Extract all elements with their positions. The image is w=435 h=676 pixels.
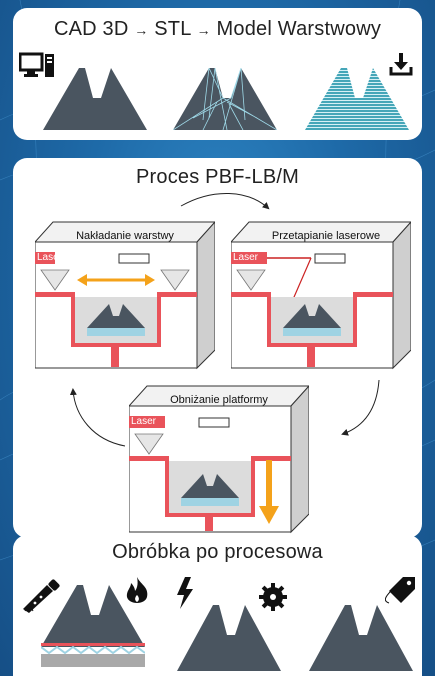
process-panel: Proces PBF-LB/M Nakładanie warstwy L — [13, 158, 422, 538]
lightning-icon — [177, 577, 193, 609]
laser-label: Laser — [131, 416, 157, 427]
process-box-lowering — [129, 385, 309, 534]
part-on-plate-shape — [41, 585, 145, 667]
process-box-layering — [35, 221, 215, 370]
saw-icon — [23, 579, 60, 613]
gear-icon — [259, 583, 287, 611]
title-cad: CAD 3D — [53, 18, 129, 40]
step-label-layering: Nakładanie warstwy — [76, 230, 174, 242]
cad-pipeline-panel: CAD 3D → STL → Model Warstwowy — [13, 8, 422, 140]
marked-part-shape — [309, 605, 413, 671]
laser-label: Laser — [35, 252, 63, 264]
post-processing-panel: Obróbka po procesowa — [13, 535, 422, 676]
arrow-icon: → — [134, 22, 149, 38]
arrow-icon: → — [196, 22, 211, 38]
computer-icon — [19, 52, 54, 77]
title-layered: Model Warstwowy — [216, 18, 382, 40]
step-label-lowering: Obniżanie platformy — [170, 394, 268, 406]
step-label-melting: Przetapianie laserowe — [271, 230, 381, 242]
process-box-melting — [231, 221, 411, 370]
post-processing-title: Obróbka po procesowa — [112, 541, 323, 563]
laser-label: Laser — [233, 252, 259, 263]
stl-model-shape — [173, 68, 277, 130]
flame-icon — [126, 577, 148, 603]
layered-model-shape — [305, 68, 409, 130]
process-title: Proces PBF-LB/M — [135, 166, 300, 188]
tag-icon — [385, 577, 415, 604]
cad-model-shape — [43, 68, 147, 130]
download-icon — [389, 53, 413, 76]
title-stl: STL — [154, 18, 191, 40]
pipeline-title: CAD 3D → STL → Model Warstwowy — [13, 18, 422, 41]
process-cycle-arrows — [69, 193, 380, 447]
finished-part-shape — [177, 605, 281, 671]
